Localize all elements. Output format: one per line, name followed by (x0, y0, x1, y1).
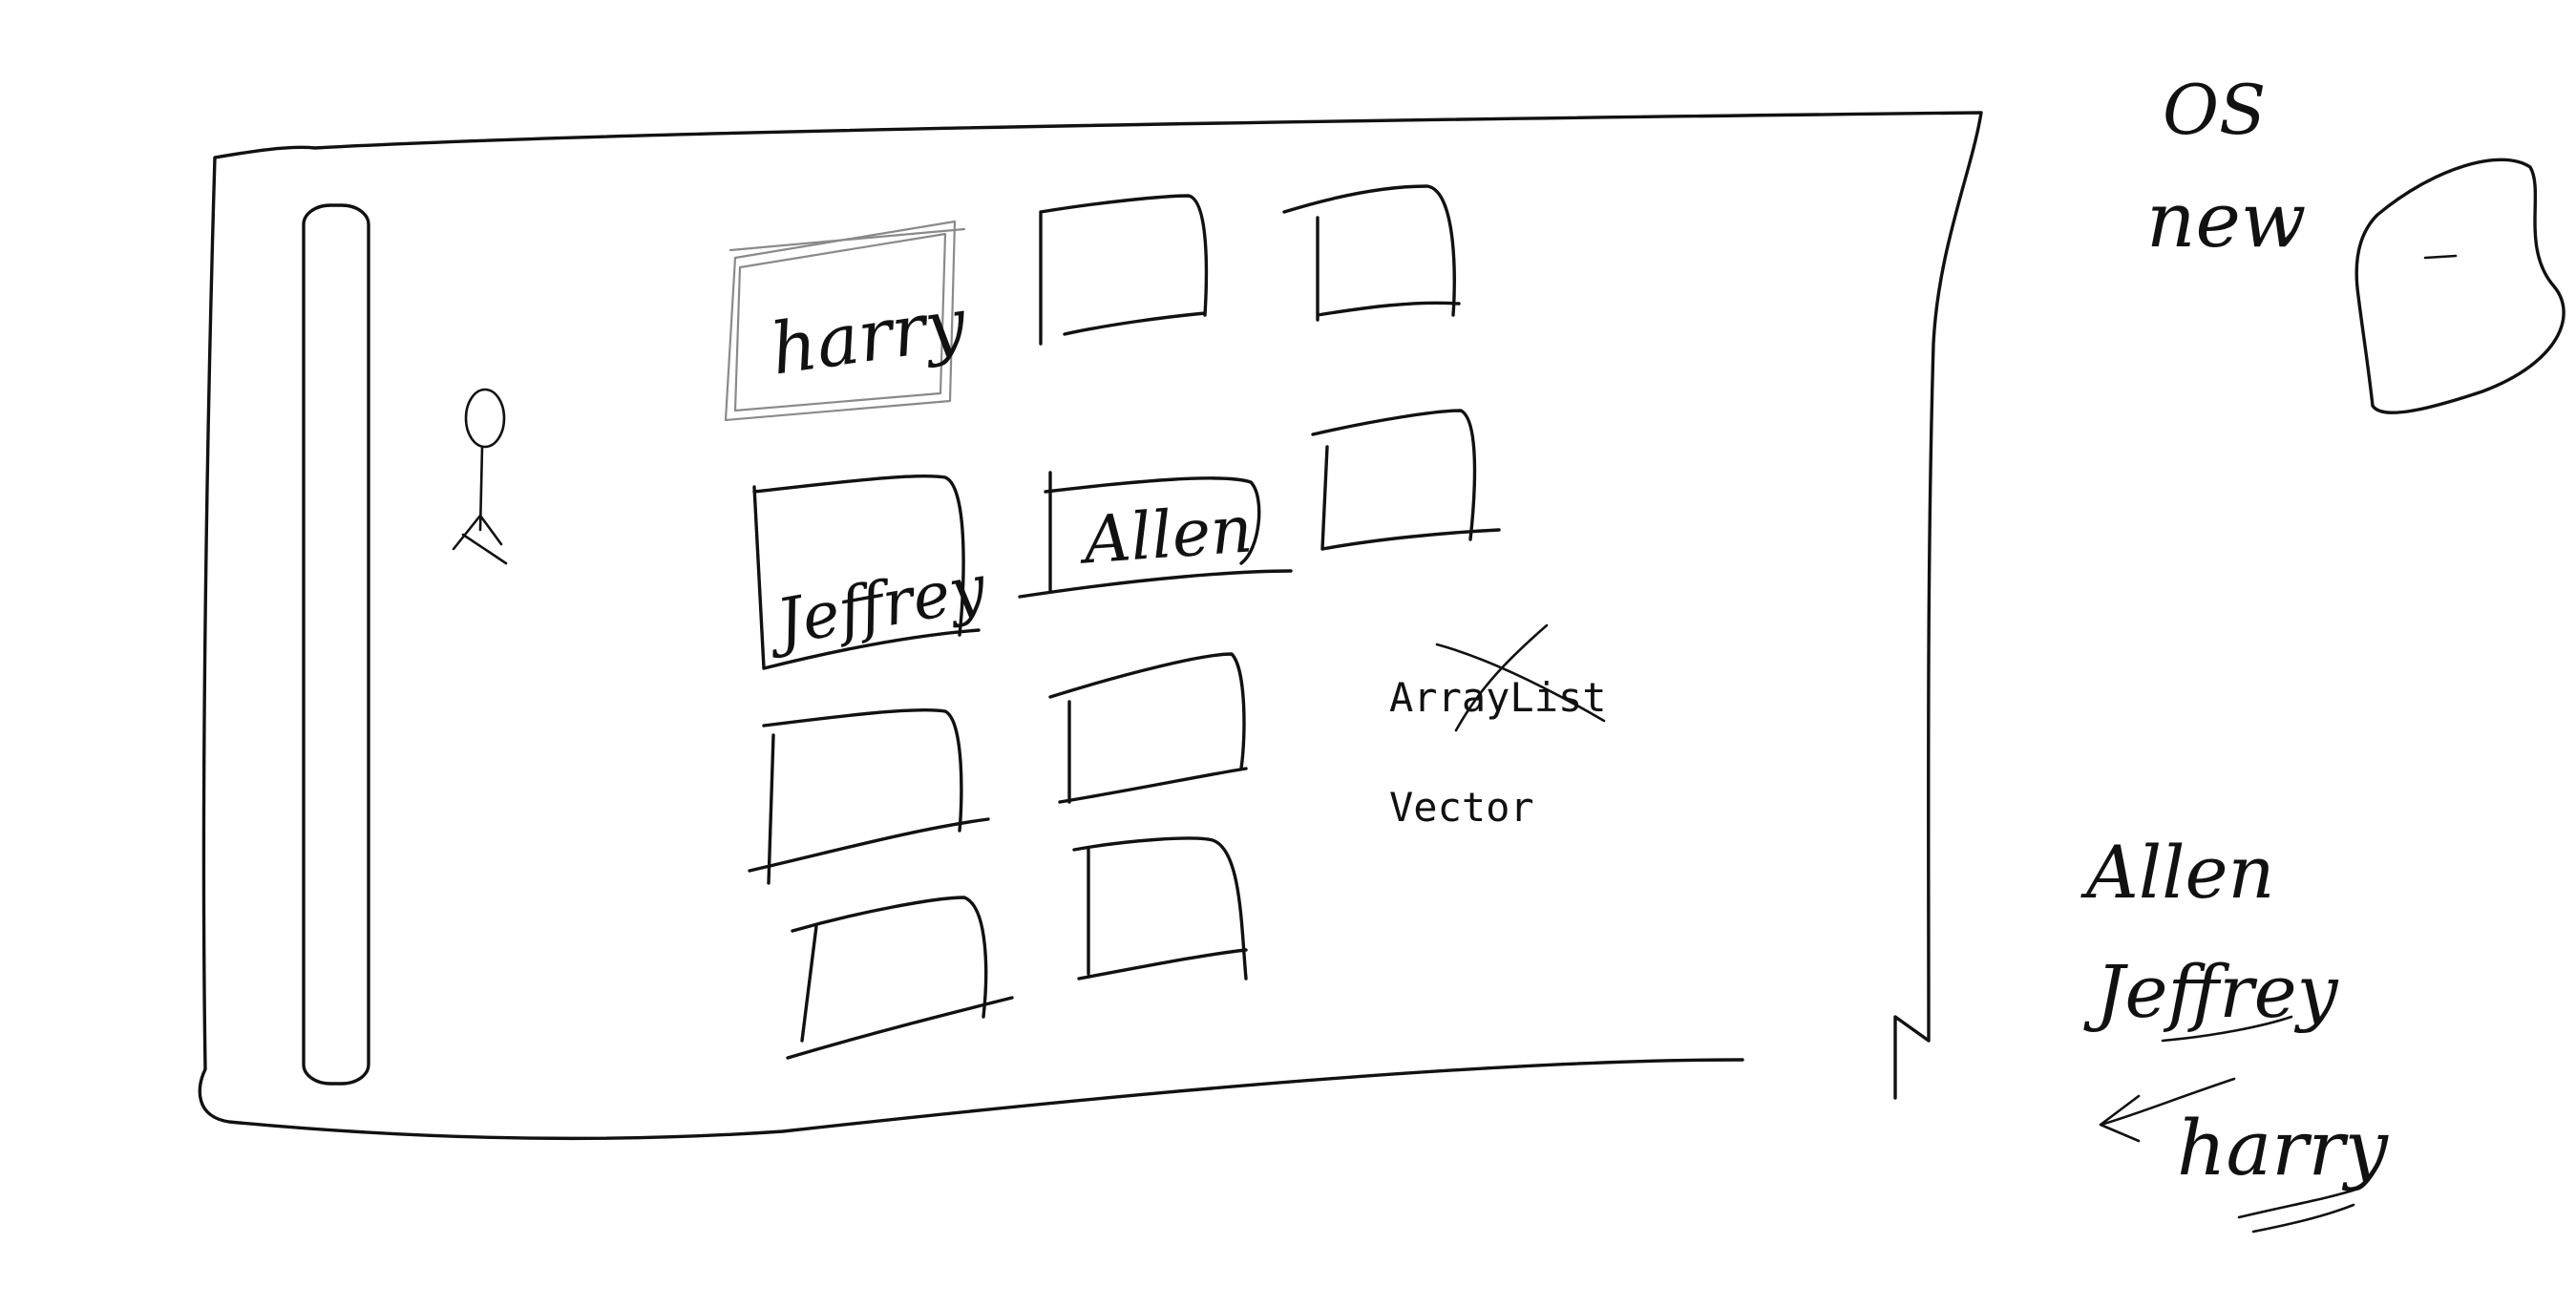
list-label-jeffrey: Jeffrey (2083, 949, 2339, 1034)
os-label: OS (2163, 70, 2266, 150)
object-box-r4c1 (786, 896, 1014, 1060)
blob-dash (2423, 254, 2458, 260)
jeffrey-underline (2161, 1015, 2293, 1043)
object-box-r3c1 (748, 708, 990, 885)
vector-label: Vector (1389, 784, 1534, 831)
new-label: new (2146, 176, 2306, 264)
harry-underline (2237, 1187, 2360, 1234)
object-box-jeffrey: Jeffrey (752, 474, 992, 670)
object-box-r1c2 (1039, 194, 1209, 346)
object-box-r4c2 (1072, 836, 1248, 981)
arraylist-strikethrough (1435, 623, 1606, 732)
arraylist-label: ArrayList (1389, 674, 1607, 721)
stack-bar (302, 203, 370, 1086)
box-label-allen: Allen (1076, 492, 1256, 580)
memory-blob (2354, 158, 2565, 414)
stick-figure (452, 388, 508, 565)
object-box-r3c2 (1048, 652, 1248, 804)
memory-frame (198, 111, 1983, 1141)
object-box-harry: harry (724, 220, 972, 422)
list-label-allen: Allen (2080, 830, 2274, 915)
object-box-r1c3 (1282, 184, 1461, 322)
object-box-allen: Allen (1018, 471, 1293, 599)
back-arrow (2099, 1077, 2236, 1143)
list-label-harry: harry (2177, 1104, 2390, 1192)
object-box-r2c3 (1311, 409, 1501, 551)
